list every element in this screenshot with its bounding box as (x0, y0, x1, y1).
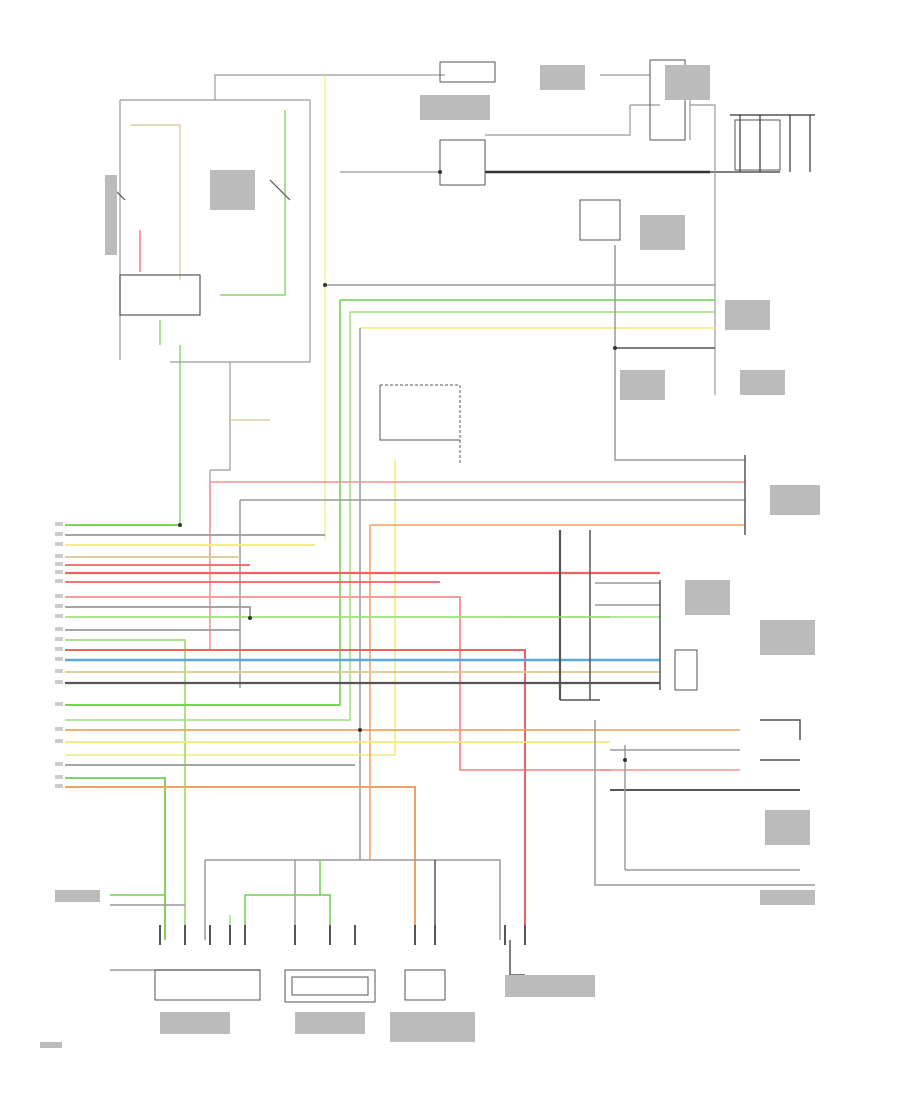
left-top-components (65, 110, 291, 530)
top-wires (119, 74, 815, 540)
pin-marks (159, 925, 526, 945)
bottom-section (110, 859, 525, 1003)
left-bundle (65, 524, 660, 945)
mid-wires (65, 245, 745, 860)
module-box (119, 274, 201, 316)
right-connector-upper (209, 455, 746, 860)
relay-component (379, 59, 781, 465)
label-marks (40, 65, 820, 1048)
junction-dots (178, 170, 627, 762)
right-middle (500, 530, 815, 886)
row-labels (55, 522, 63, 788)
